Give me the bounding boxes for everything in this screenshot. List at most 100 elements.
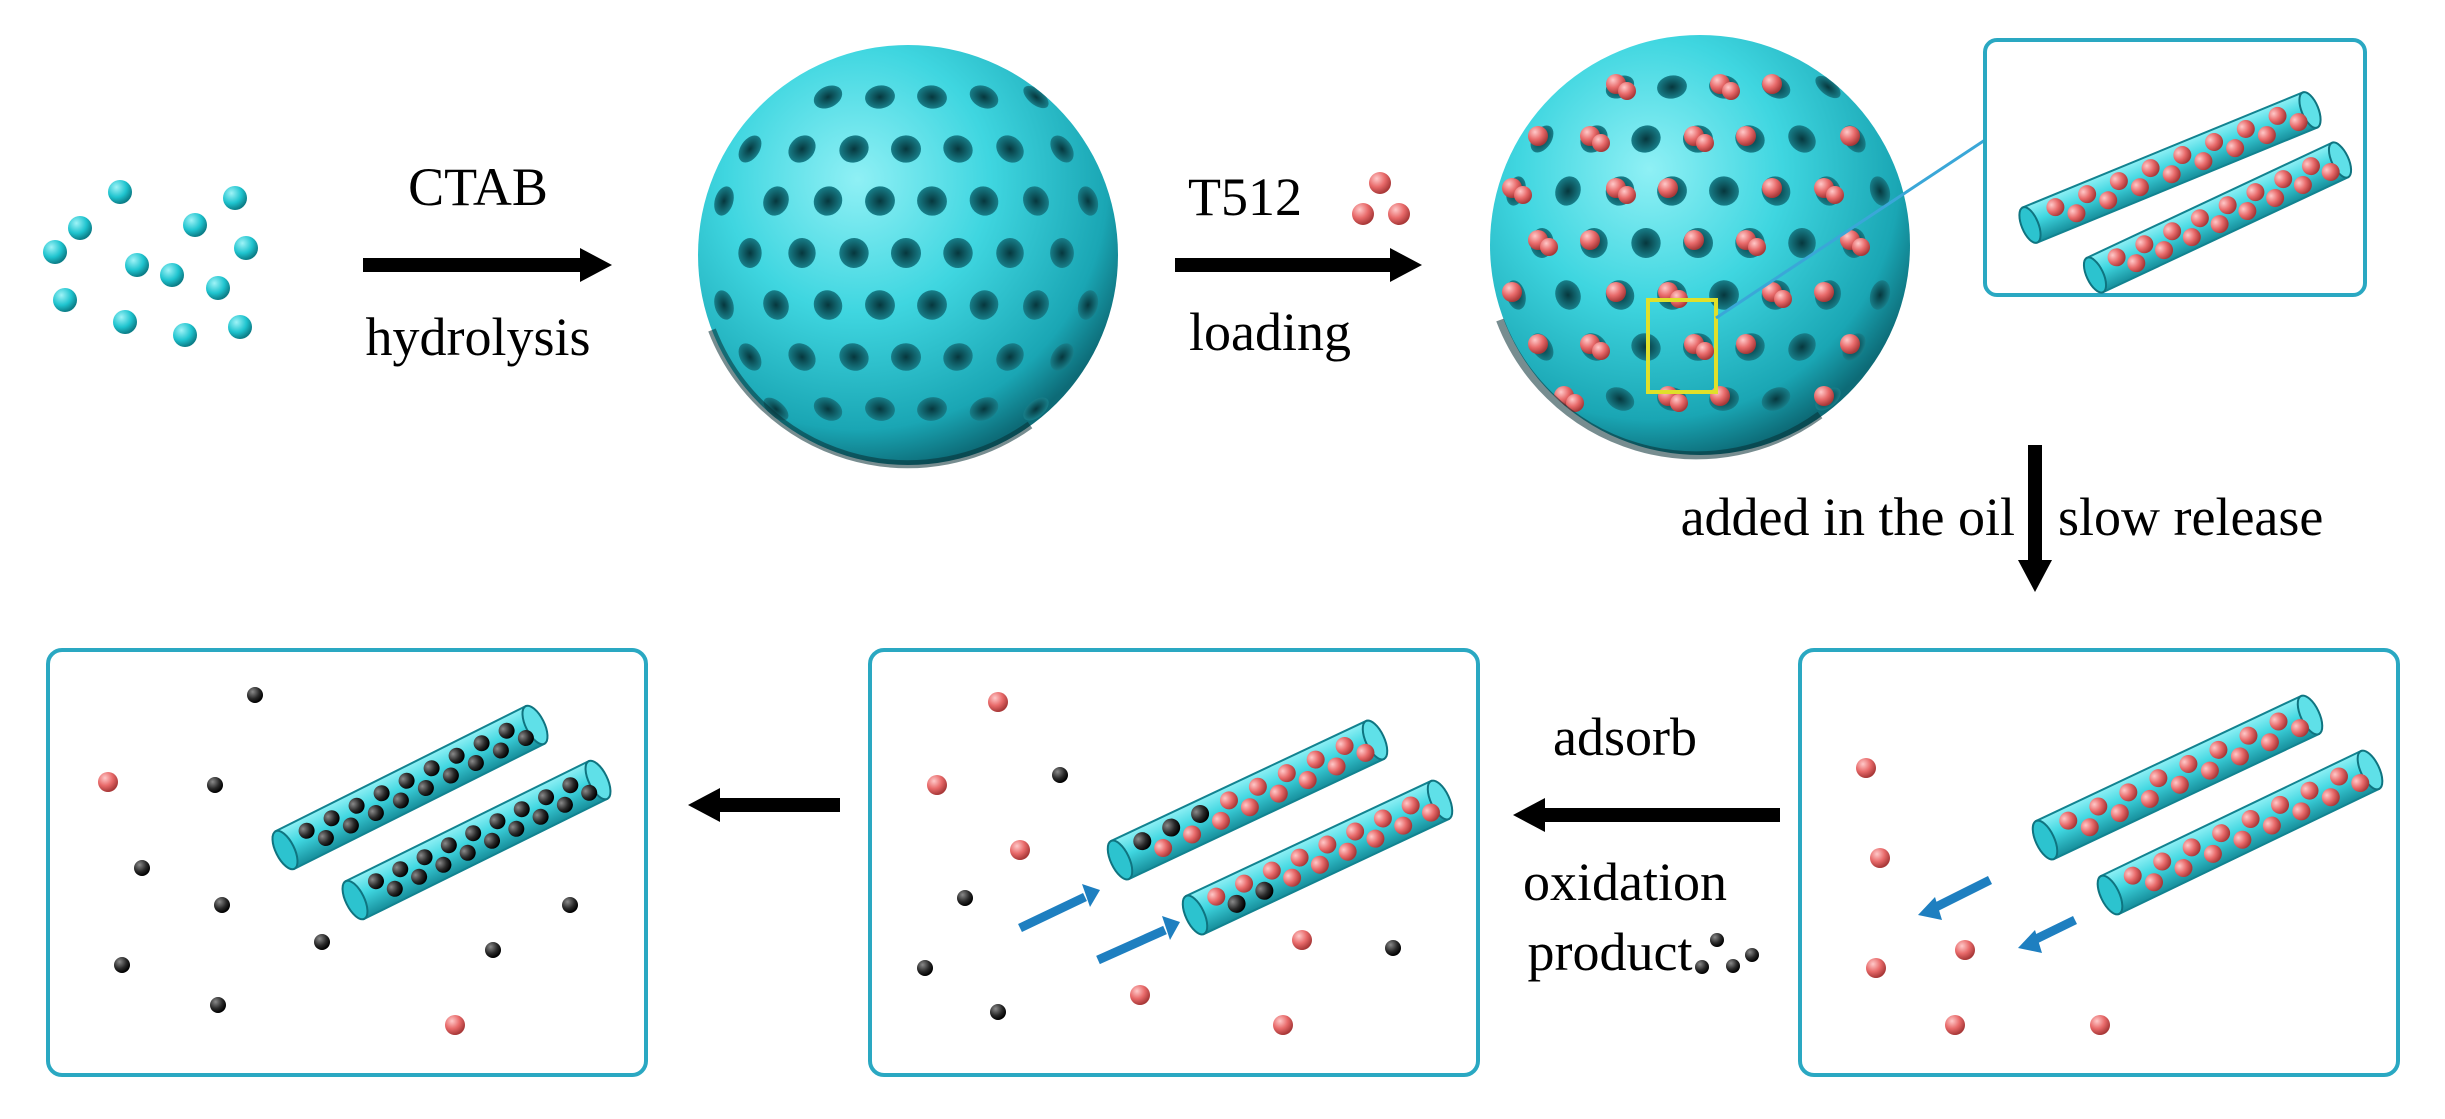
pore xyxy=(714,186,734,216)
t512-molecule xyxy=(2127,254,2146,273)
pore xyxy=(865,186,895,216)
flow-arrow-out xyxy=(1927,875,1993,915)
t512-molecule xyxy=(2123,866,2142,885)
t512-molecule xyxy=(1722,82,1740,100)
pore xyxy=(1555,280,1581,310)
t512-molecule xyxy=(1335,736,1354,755)
oxidation-molecule xyxy=(1745,948,1759,962)
t512-molecule xyxy=(1130,985,1150,1005)
t512-molecule xyxy=(2246,183,2265,202)
t512-molecule xyxy=(1826,186,1844,204)
precursor-molecule xyxy=(68,216,92,240)
pore xyxy=(1023,85,1049,109)
t512-molecule xyxy=(2210,215,2229,234)
oxidation-molecule xyxy=(367,873,384,890)
t512-molecule xyxy=(1592,134,1610,152)
t512-molecule xyxy=(1856,758,1876,778)
pore xyxy=(1023,186,1049,216)
pore xyxy=(917,290,947,320)
pore xyxy=(969,85,999,109)
t512-molecule xyxy=(2174,859,2193,878)
oxidation-molecule xyxy=(483,832,500,849)
t512-molecule xyxy=(2149,769,2168,788)
t512-molecule xyxy=(1219,791,1238,810)
t512-molecule xyxy=(1814,282,1834,302)
pore xyxy=(865,397,895,421)
pore xyxy=(996,343,1024,371)
pore xyxy=(788,135,816,163)
rod-end xyxy=(271,829,299,871)
t512-molecule xyxy=(2203,844,2222,863)
t512-molecule xyxy=(1592,342,1610,360)
pore xyxy=(1657,75,1687,99)
oxidation-molecule xyxy=(532,808,549,825)
t512-molecule xyxy=(1421,803,1440,822)
t512-molecule xyxy=(1774,290,1792,308)
t512-molecule xyxy=(1658,178,1678,198)
panel-saturated xyxy=(46,648,648,1077)
t512-molecule xyxy=(1262,861,1281,880)
precursor-molecule xyxy=(183,213,207,237)
label-ctab: CTAB xyxy=(408,157,548,217)
pore-channel-rod xyxy=(271,704,549,871)
rod-end xyxy=(2296,694,2324,736)
t512-molecule xyxy=(1696,134,1714,152)
oxidation-molecule xyxy=(367,805,384,822)
pore xyxy=(1869,280,1891,310)
t512-molecule xyxy=(1010,840,1030,860)
flow-arrow-in-head xyxy=(1082,884,1100,907)
t512-molecule xyxy=(2059,811,2078,830)
oxidation-molecule xyxy=(1710,933,1724,947)
pore-channel-rod xyxy=(1181,779,1454,936)
t512-molecule xyxy=(1318,835,1337,854)
pore xyxy=(1605,387,1635,411)
oxidation-molecule xyxy=(498,722,515,739)
pore xyxy=(969,186,999,216)
oxidation-molecule xyxy=(348,797,365,814)
t512-molecule xyxy=(1852,238,1870,256)
t512-molecule xyxy=(1373,809,1392,828)
oxidation-molecule xyxy=(1052,767,1068,783)
precursor-molecules-icon xyxy=(43,180,258,347)
oxidation-molecule xyxy=(373,785,390,802)
pore-channel-rod xyxy=(341,759,612,921)
t512-molecule xyxy=(1352,203,1374,225)
label-adsorb: adsorb xyxy=(1553,707,1697,767)
oxidation-molecule xyxy=(323,810,340,827)
t512-molecule xyxy=(1606,282,1626,302)
t512-molecule xyxy=(2212,824,2231,843)
pore xyxy=(1077,186,1099,216)
t512-molecule xyxy=(1566,394,1584,412)
label-product: product xyxy=(1528,922,1693,982)
t512-molecule xyxy=(2090,1015,2110,1035)
pore xyxy=(839,135,869,163)
t512-molecule xyxy=(2080,818,2099,837)
flow-arrow-in xyxy=(1096,925,1167,965)
t512-molecule xyxy=(1814,386,1834,406)
t512-molecule xyxy=(1684,230,1704,250)
t512-molecule xyxy=(2194,152,2213,171)
t512-molecule xyxy=(2293,175,2312,194)
t512-molecule xyxy=(2140,789,2159,808)
t512-molecule xyxy=(2182,228,2201,247)
t512-molecule-icon xyxy=(1352,172,1410,225)
oxidation-molecule xyxy=(442,767,459,784)
oxidation-product-icon xyxy=(1695,933,1759,974)
pore xyxy=(763,186,789,216)
oxidation-molecule xyxy=(317,830,334,847)
t512-molecule xyxy=(2089,797,2108,816)
oxidation-molecule xyxy=(957,890,973,906)
t512-molecule xyxy=(2301,157,2320,176)
pore xyxy=(891,343,921,371)
rod-end xyxy=(2082,256,2108,294)
mesoporous-silica-sphere-icon xyxy=(698,45,1118,469)
oxidation-molecule xyxy=(440,837,457,854)
t512-molecule xyxy=(1670,394,1688,412)
pore xyxy=(1555,176,1581,206)
t512-molecule xyxy=(2099,191,2118,210)
t512-molecule xyxy=(1338,842,1357,861)
t512-molecule xyxy=(2233,830,2252,849)
pore xyxy=(943,343,973,371)
precursor-molecule xyxy=(53,288,77,312)
